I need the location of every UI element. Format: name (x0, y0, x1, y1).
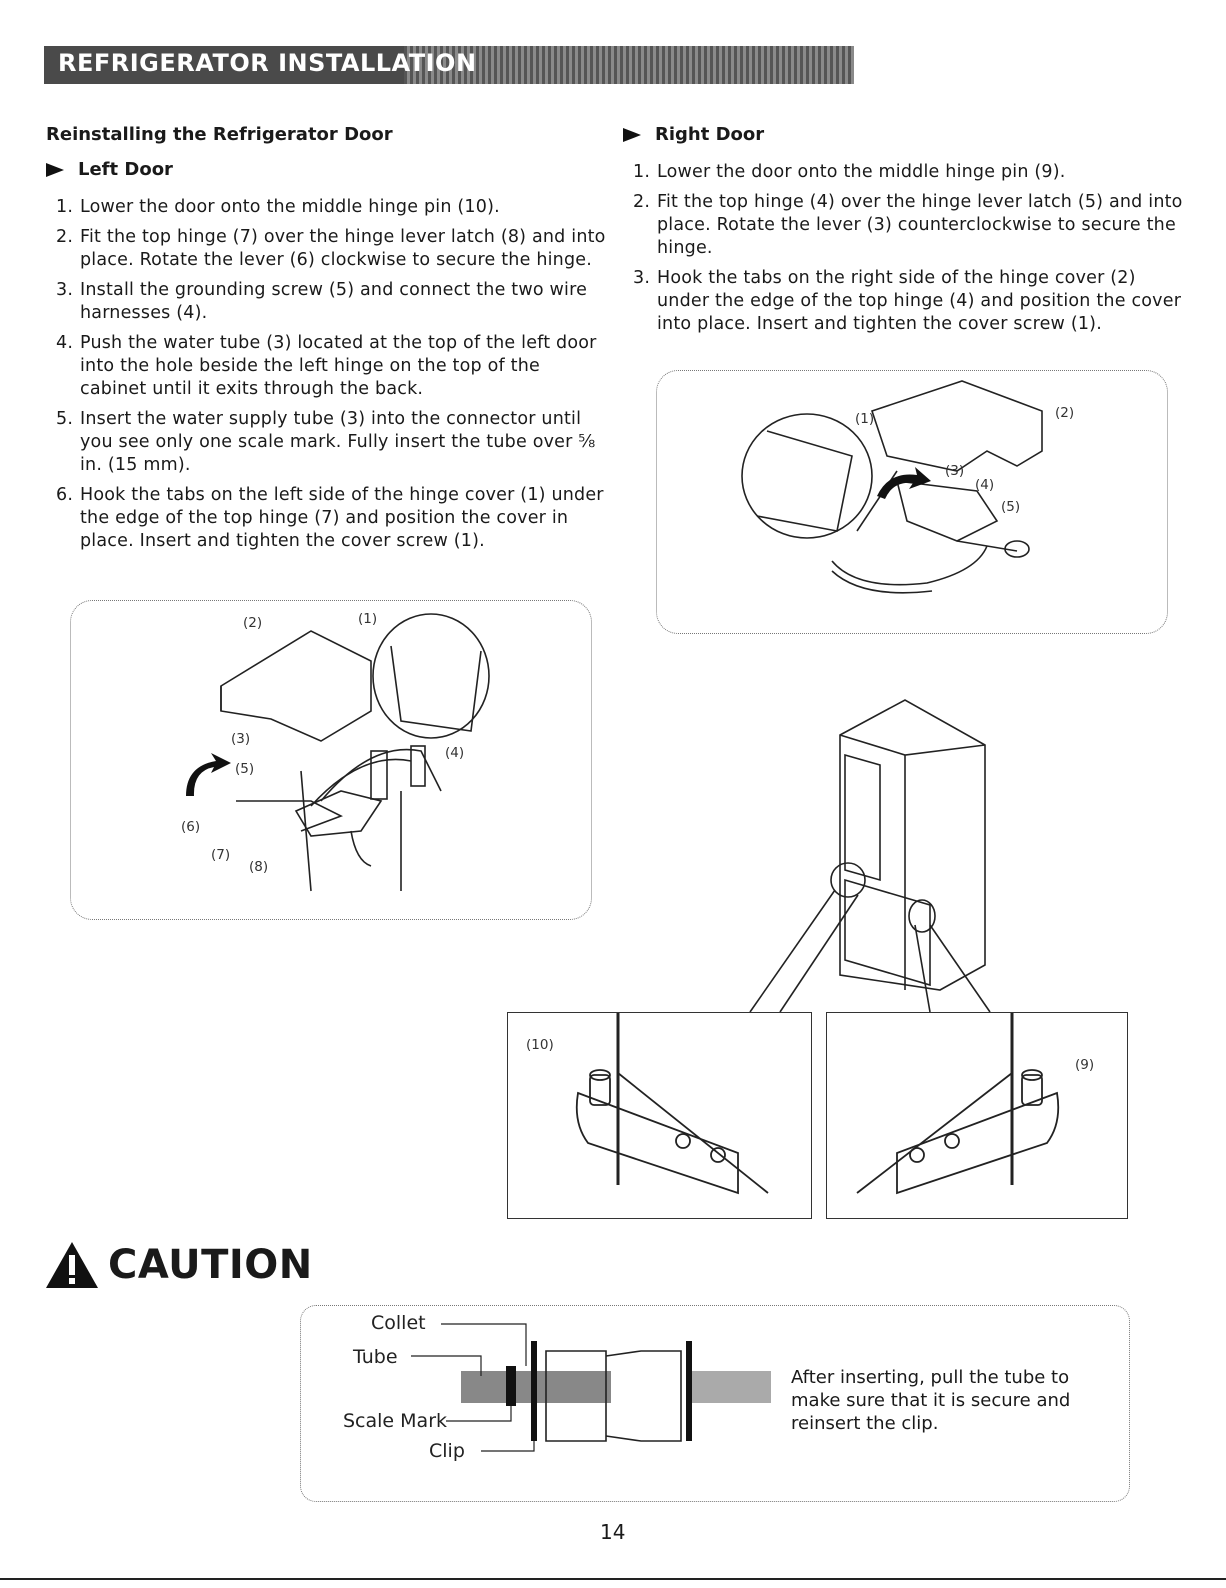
callout-4: (4) (975, 477, 995, 493)
callout-8: (8) (249, 859, 269, 875)
step-number: 2. (56, 227, 74, 247)
clip-label: Clip (429, 1440, 465, 1462)
bottom-rule (0, 1578, 1226, 1580)
callout-5: (5) (1001, 499, 1021, 515)
step-number: 3. (56, 280, 74, 300)
tube-connector-drawing (411, 1323, 771, 1452)
left-door-heading: Left Door (46, 159, 606, 180)
step-text: Hook the tabs on the right side of the h… (657, 268, 1182, 334)
right-middle-hinge-figure: (9) (826, 1012, 1128, 1219)
banner-title: REFRIGERATOR INSTALLATION (58, 49, 477, 77)
arrow-right-icon (46, 162, 64, 177)
right-hinge-drawing (741, 380, 1043, 594)
callout-1: (1) (358, 611, 378, 627)
step-text: Install the grounding screw (5) and conn… (80, 280, 588, 323)
scale-mark-label: Scale Mark (343, 1410, 448, 1432)
step-text: Push the water tube (3) located at the t… (80, 333, 597, 399)
step-text: Lower the door onto the middle hinge pin… (657, 162, 1066, 182)
arrow-right-icon (623, 127, 641, 142)
step-number: 1. (633, 162, 651, 182)
callout-4: (4) (445, 745, 465, 761)
callout-6: (6) (181, 819, 201, 835)
right-pin-drawing (856, 1013, 1060, 1195)
callout-5: (5) (235, 761, 255, 777)
callout-9: (9) (1075, 1057, 1095, 1073)
right-column: Right Door 1. Lower the door onto the mid… (623, 124, 1183, 343)
step-text: Hook the tabs on the left side of the hi… (80, 485, 604, 551)
tube-connector-figure: Collet Tube Scale Mark Clip (300, 1305, 1130, 1502)
left-door-steps: 1. Lower the door onto the middle hinge p… (46, 196, 606, 553)
callout-7: (7) (211, 847, 231, 863)
step-number: 6. (56, 485, 74, 505)
step-number: 5. (56, 409, 74, 429)
right-hinge-figure: (1) (2) (3) (4) (5) (656, 370, 1168, 634)
step-text: Lower the door onto the middle hinge pin… (80, 197, 500, 217)
list-item: 2. Fit the top hinge (4) over the hinge l… (623, 191, 1183, 260)
callout-2: (2) (1055, 405, 1075, 421)
step-text: Fit the top hinge (4) over the hinge lev… (657, 192, 1183, 258)
step-text: Insert the water supply tube (3) into th… (80, 409, 596, 475)
step-number: 2. (633, 192, 651, 212)
left-column: Reinstalling the Refrigerator Door Left … (46, 124, 606, 560)
right-door-steps: 1. Lower the door onto the middle hinge p… (623, 161, 1183, 336)
list-item: 1. Lower the door onto the middle hinge p… (46, 196, 606, 219)
list-item: 1. Lower the door onto the middle hinge p… (623, 161, 1183, 184)
step-number: 4. (56, 333, 74, 353)
rotate-counterclockwise-arrow-icon (877, 467, 931, 499)
list-item: 5. Insert the water supply tube (3) into … (46, 408, 606, 477)
list-item: 3. Hook the tabs on the right side of the… (623, 267, 1183, 336)
callout-1: (1) (855, 411, 875, 427)
section-banner: REFRIGERATOR INSTALLATION (44, 46, 854, 84)
warning-triangle-icon (46, 1242, 98, 1288)
left-door-label: Left Door (78, 159, 173, 180)
callout-3: (3) (945, 463, 965, 479)
left-middle-hinge-figure: (10) (507, 1012, 812, 1219)
page-number: 14 (600, 1520, 626, 1544)
left-hinge-drawing (186, 613, 490, 892)
right-door-heading: Right Door (623, 124, 1183, 145)
section-heading: Reinstalling the Refrigerator Door (46, 124, 393, 145)
step-text: Fit the top hinge (7) over the hinge lev… (80, 227, 606, 270)
banner-solid-block (44, 46, 404, 84)
list-item: 6. Hook the tabs on the left side of the … (46, 484, 606, 553)
left-pin-drawing (575, 1013, 769, 1195)
list-item: 2. Fit the top hinge (7) over the hinge l… (46, 226, 606, 272)
callout-2: (2) (243, 615, 263, 631)
collet-label: Collet (371, 1312, 426, 1334)
callout-10: (10) (526, 1037, 554, 1053)
step-number: 1. (56, 197, 74, 217)
list-item: 3. Install the grounding screw (5) and co… (46, 279, 606, 325)
caution-title: CAUTION (108, 1242, 313, 1288)
list-item: 4. Push the water tube (3) located at the… (46, 332, 606, 401)
right-door-label: Right Door (655, 124, 765, 145)
left-hinge-figure: (2) (1) (3) (4) (5) (6) (7) (8) (70, 600, 592, 920)
tube-label: Tube (353, 1346, 398, 1368)
callout-3: (3) (231, 731, 251, 747)
caution-note: After inserting, pull the tube to make s… (791, 1367, 1071, 1434)
rotate-clockwise-arrow-icon (186, 753, 231, 796)
caution-heading: CAUTION (44, 1240, 313, 1290)
step-number: 3. (633, 268, 651, 288)
